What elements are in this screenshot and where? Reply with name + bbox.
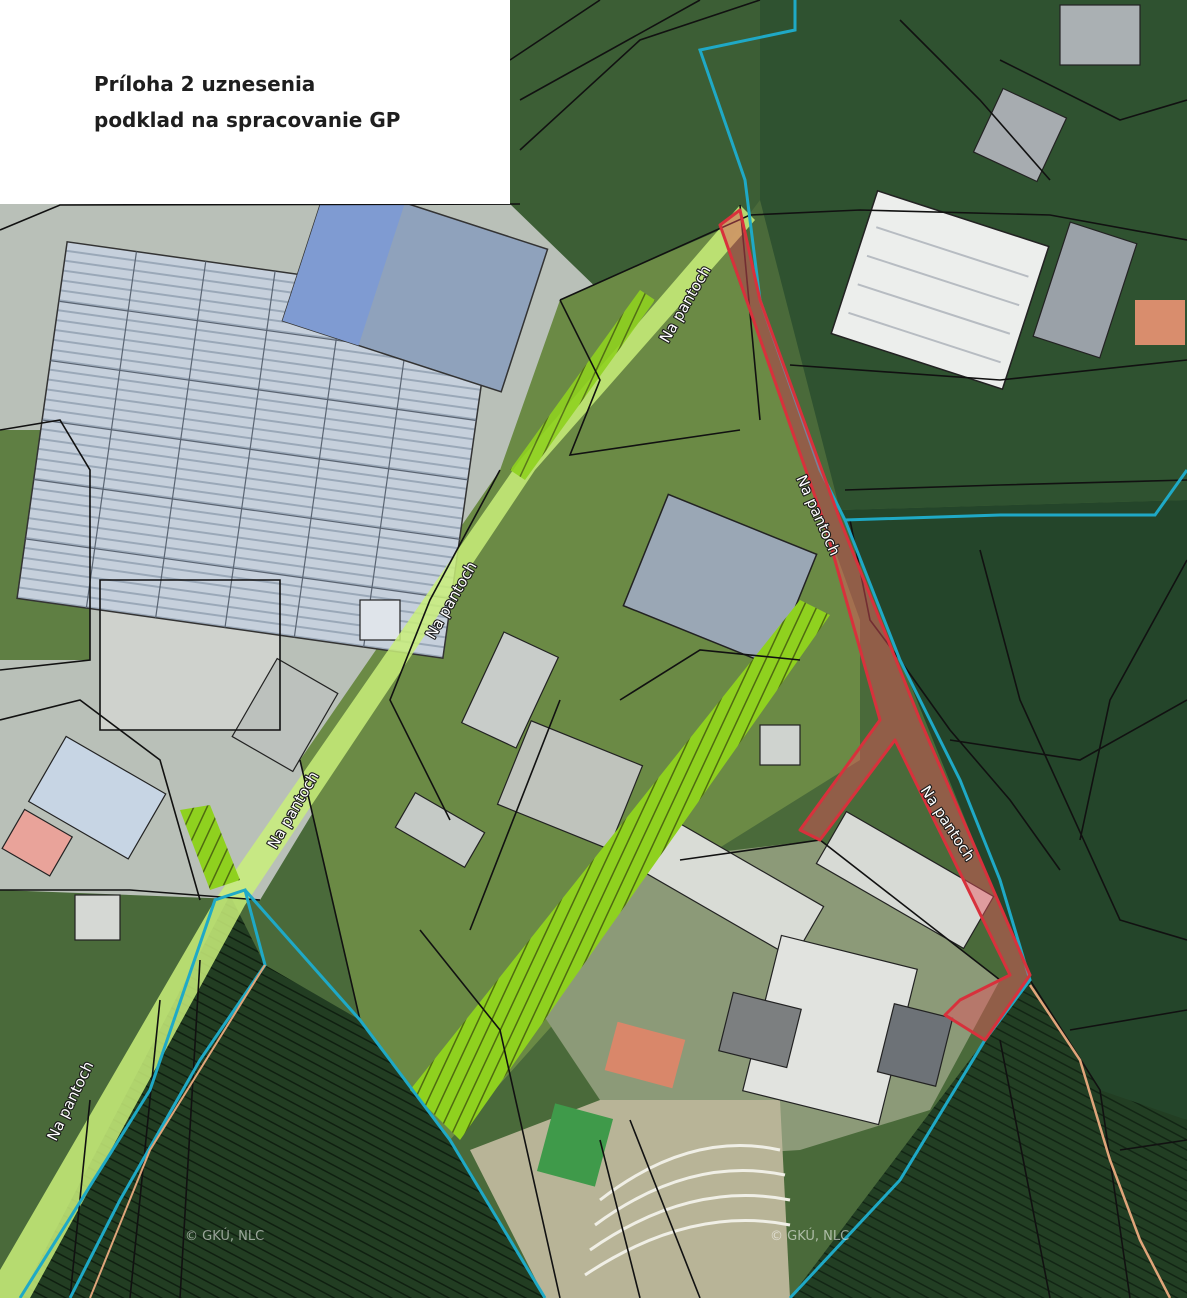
hatched-strip-west [510,290,655,480]
road-na-pantoch-west [0,205,755,1298]
property-line-orange [1028,984,1172,1298]
property-line-orange-sw [89,964,266,1298]
forest-southeast [790,980,1187,1298]
annotation-subtitle: podklad na spracovanie GP [94,108,401,132]
highlighted-road-area [718,208,1032,1042]
watermark: © GKÚ, NLC [770,1228,849,1244]
woodland-north [510,0,760,300]
hatched-patch [180,805,240,890]
annotation-title: Príloha 2 uznesenia [94,72,316,96]
annotation-box: Príloha 2 uznesenia podklad na spracovan… [0,0,510,204]
meadow-central [300,230,860,1140]
forest-southwest [20,895,545,1298]
buildings [1,4,1185,1187]
watermark: © GKÚ, NLC [185,1228,264,1244]
hatched-strip-central [410,600,830,1140]
